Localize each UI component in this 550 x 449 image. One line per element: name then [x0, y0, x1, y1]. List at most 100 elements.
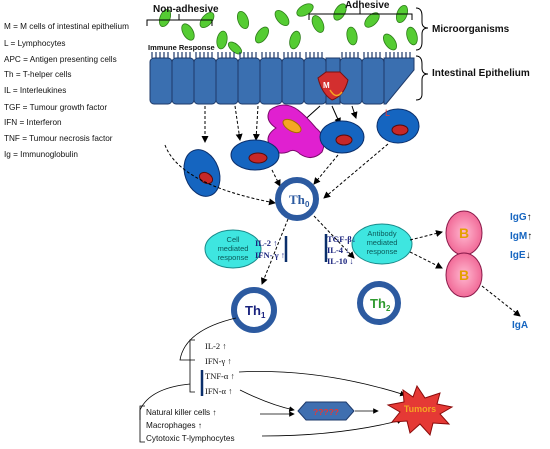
- th1-cytokine: IFN- γ ↑: [255, 250, 285, 260]
- legend-item: APC = Antigen presenting cells: [4, 55, 117, 64]
- legend-item: M = M cells of intestinal epithelium: [4, 22, 129, 31]
- microbe: [406, 26, 418, 46]
- lymphocyte-nucleus: [335, 134, 353, 146]
- th1-output-cytokine: TNF-α ↑: [205, 371, 235, 381]
- ig-arrow: ↑: [527, 231, 533, 242]
- th2-cytokine: IL-10 ↓: [327, 256, 354, 266]
- cutoff-hexagon: [297, 401, 355, 421]
- iga-label: IgA: [512, 320, 529, 331]
- effector-bracket: [139, 405, 145, 443]
- microbe: [227, 41, 243, 55]
- legend-text: = Immunoglobulin: [13, 150, 78, 159]
- microbe: [311, 15, 325, 33]
- l-cell-nucleus: [391, 124, 409, 136]
- lymphocytes: [183, 108, 420, 197]
- ig-arrow: ↓: [525, 250, 531, 261]
- cell-mediated-line2: mediated: [218, 244, 249, 253]
- th2-label: Th: [370, 296, 386, 311]
- non-adhesive-label: Non-adhesive: [153, 4, 219, 15]
- legend-text: = Lymphocytes: [10, 39, 66, 48]
- legend-text: = Interferon: [19, 118, 62, 127]
- legend-item: Ig = Immunoglobulin: [4, 150, 78, 159]
- th1-sub: 1: [261, 311, 266, 320]
- antibody-mediated-line1: Antibody: [367, 229, 396, 238]
- legend-abbr: Ig: [4, 150, 11, 159]
- th1-output-cytokine: IFN-α ↑: [205, 386, 233, 396]
- microvilli: [151, 52, 411, 58]
- microbe: [274, 9, 290, 27]
- ige-label: IgE↓: [510, 250, 531, 261]
- microorganisms-label: Microorganisms: [432, 24, 510, 35]
- microbe: [181, 23, 195, 41]
- legend-item: Th = T-helper cells: [4, 70, 71, 79]
- legend-abbr: Th: [4, 70, 14, 79]
- epithelial-cell: [259, 57, 283, 105]
- non-adhesive-brace: [146, 14, 213, 26]
- legend-abbr: TGF: [4, 103, 21, 112]
- l-cell-label: L: [385, 108, 391, 118]
- microbe: [346, 26, 358, 46]
- m-cell-label: M: [323, 81, 330, 90]
- epithelial-cell: [361, 57, 385, 105]
- microbe: [364, 12, 380, 28]
- legend-abbr: M: [4, 22, 11, 31]
- cell-mediated-response: [204, 229, 262, 269]
- legend-text: = M cells of intestinal epithelium: [13, 22, 129, 31]
- antibody-mediated-line2: mediated: [367, 238, 398, 247]
- ig-name: IgE: [510, 250, 526, 261]
- igm-label: IgM↑: [510, 231, 532, 242]
- to-th0-arrows: [164, 143, 389, 206]
- th2-sub: 2: [386, 304, 391, 313]
- microbe: [383, 33, 397, 51]
- legend-text: = T-helper cells: [15, 70, 72, 79]
- ig-name: IgM: [510, 231, 528, 242]
- th2-cytokine: TGF-β↓: [327, 234, 357, 244]
- legend-abbr: L: [4, 39, 9, 48]
- th2-cytokine: IL-4 ↓: [327, 245, 350, 255]
- b-cell-lower: [445, 252, 483, 298]
- th1-cytokine: IL-2 ↑: [255, 238, 278, 248]
- b-cell-lower-label: B: [459, 267, 469, 283]
- effector-item: Macrophages ↑: [146, 421, 202, 430]
- legend-item: TNF = Tumour necrosis factor: [4, 134, 113, 143]
- immune-response-label: Immune Response: [148, 43, 215, 52]
- microbe: [255, 26, 269, 44]
- legend-item: IL = Interleukines: [4, 86, 66, 95]
- cell-mediated-line1: Cell: [227, 235, 240, 244]
- th1-output-curve: [179, 317, 237, 361]
- legend-text: = Tumour growth factor: [22, 103, 108, 112]
- microbe: [236, 10, 250, 30]
- th1-cell: [231, 287, 277, 333]
- th0-label: Th: [289, 192, 306, 207]
- epithelial-cell: [215, 57, 239, 105]
- legend-text: = Tumour necrosis factor: [22, 134, 113, 143]
- tumors-label: Tumors: [404, 404, 436, 414]
- b-cell-upper-label: B: [459, 225, 469, 241]
- microorganisms-brace: [415, 7, 429, 51]
- legend-item: TGF = Tumour growth factor: [4, 103, 107, 112]
- adhesive-brace: [308, 8, 413, 20]
- th0-sub: 0: [305, 200, 310, 209]
- effector-item: Cytotoxic T-lymphocytes: [146, 434, 235, 443]
- epithelial-cell: [149, 57, 173, 105]
- th1-output-cytokine: IFN-γ ↑: [205, 356, 232, 366]
- microbe: [216, 30, 228, 50]
- microbe: [289, 30, 301, 50]
- igg-label: IgG↑: [510, 212, 532, 223]
- th1-output-cytokine: IL-2 ↑: [205, 341, 227, 351]
- adhesive-label: Adhesive: [345, 0, 390, 11]
- th2-cell: [357, 281, 401, 325]
- antibody-mediated-line3: response: [367, 247, 398, 256]
- lymphocyte-nucleus: [248, 152, 268, 164]
- tumors-starburst: [386, 384, 454, 437]
- epithelial-cell: [171, 57, 195, 105]
- apc-nucleus: [282, 118, 302, 134]
- effector-item: Natural killer cells ↑: [146, 408, 217, 417]
- epithelial-cell-wedge: [383, 57, 415, 105]
- legend-abbr: APC: [4, 55, 21, 64]
- cell-mediated-line3: response: [218, 253, 249, 262]
- legend-abbr: IL: [4, 86, 11, 95]
- lymphocyte-nucleus: [198, 171, 214, 185]
